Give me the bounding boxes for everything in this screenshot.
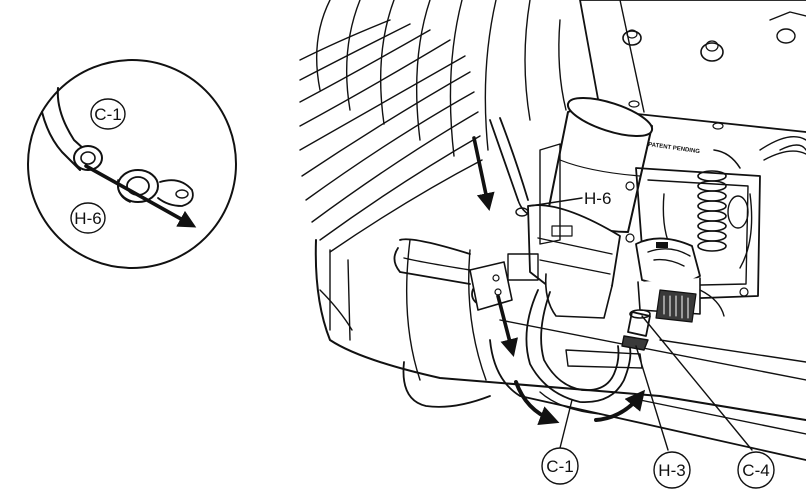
svg-text:H-6: H-6 <box>584 189 611 208</box>
leader-lines <box>529 197 753 451</box>
direction-arrows <box>472 136 646 426</box>
hose-c1 <box>525 289 632 403</box>
main-callout-c1: C-1 <box>541 447 579 485</box>
spring-coil <box>697 170 727 252</box>
hose-bundle <box>299 0 567 253</box>
main-callout-h3: H-3 <box>653 451 691 489</box>
svg-text:H-3: H-3 <box>658 461 685 480</box>
svg-text:C-4: C-4 <box>742 461 769 480</box>
left-bracket <box>393 238 513 311</box>
main-assembly <box>299 0 806 461</box>
tank-body <box>314 239 806 461</box>
inset-callout-h6: H-6 <box>70 202 106 234</box>
patent-pending-imprint: PATENT PENDING <box>648 142 701 155</box>
main-label-h6: H-6 <box>584 189 611 208</box>
svg-text:C-1: C-1 <box>546 457 573 476</box>
main-callout-c4: C-4 <box>737 451 775 489</box>
pump-body <box>507 204 621 319</box>
valve-block <box>635 237 725 323</box>
svg-text:H-6: H-6 <box>74 209 101 228</box>
detail-inset <box>27 59 237 269</box>
fitting-h3 <box>621 309 651 351</box>
hose-h6 <box>489 117 533 217</box>
canister <box>547 96 654 233</box>
inset-callout-c1: C-1 <box>90 98 126 130</box>
svg-text:C-1: C-1 <box>94 105 121 124</box>
